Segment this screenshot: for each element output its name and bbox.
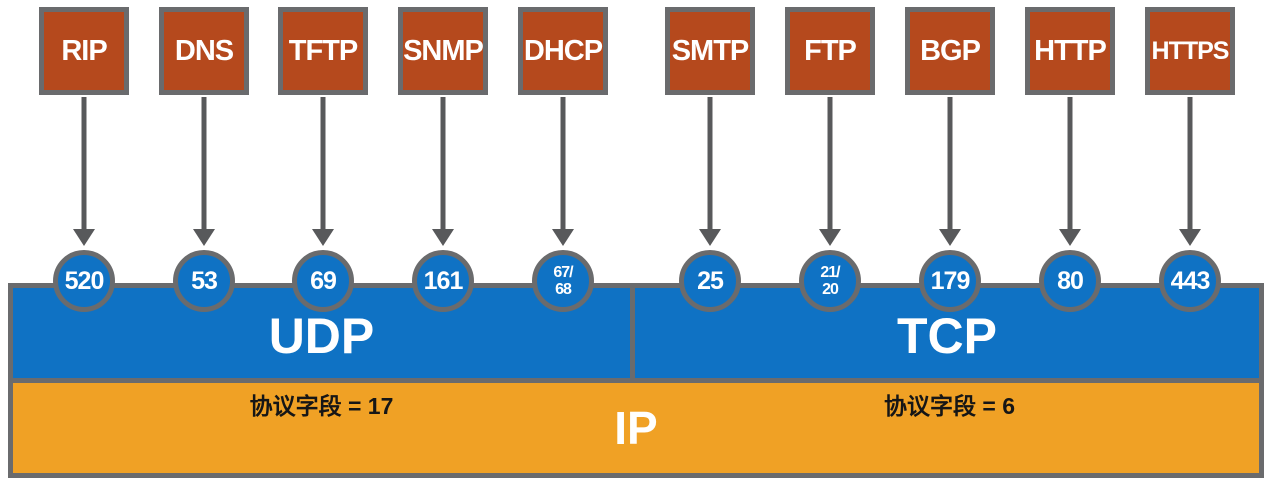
down-arrow-head-icon (73, 229, 95, 246)
protocol-label: SNMP (403, 34, 484, 67)
port-number: 69 (310, 266, 337, 295)
port-badge-tftp: 69 (292, 250, 354, 312)
port-badge-dns: 53 (173, 250, 235, 312)
protocol-label: HTTP (1034, 34, 1107, 67)
port-number-line1: 21/ (820, 264, 840, 281)
down-arrow-head-icon (939, 229, 961, 246)
port-badge-dhcp: 67/ 68 (532, 250, 594, 312)
port-number-line2: 68 (555, 281, 572, 298)
protocol-box-bgp: BGP (905, 7, 995, 95)
protocol-label: RIP (61, 34, 107, 67)
protocol-field-note-tcp: 协议字段 = 6 (883, 393, 1015, 419)
ip-label: IP (614, 402, 658, 454)
port-badge-http: 80 (1039, 250, 1101, 312)
down-arrow-icon (560, 97, 566, 229)
protocol-label: HTTPS (1151, 36, 1230, 65)
protocol-box-tftp: TFTP (278, 7, 368, 95)
port-number: 80 (1057, 266, 1084, 295)
down-arrow-head-icon (1059, 229, 1081, 246)
protocol-box-ftp: FTP (785, 7, 875, 95)
down-arrow-head-icon (432, 229, 454, 246)
down-arrow-head-icon (312, 229, 334, 246)
port-badge-rip: 520 (53, 250, 115, 312)
down-arrow-icon (440, 97, 446, 229)
port-number: 25 (697, 266, 724, 295)
down-arrow-icon (1187, 97, 1193, 229)
down-arrow-icon (320, 97, 326, 229)
port-number: 53 (191, 266, 218, 295)
port-badge-snmp: 161 (412, 250, 474, 312)
transport-bar-tcp: TCP (635, 288, 1259, 383)
port-badge-ftp: 21/ 20 (799, 250, 861, 312)
protocol-column-snmp: SNMP 161 (383, 0, 503, 485)
protocol-box-https: HTTPS (1145, 7, 1235, 95)
protocol-label: DHCP (523, 34, 603, 67)
port-number-line1: 67/ (553, 264, 573, 281)
down-arrow-head-icon (193, 229, 215, 246)
protocol-column-ftp: FTP 21/ 20 (770, 0, 890, 485)
transport-bar-udp: UDP (13, 288, 635, 383)
protocol-column-rip: RIP 520 (24, 0, 144, 485)
down-arrow-icon (707, 97, 713, 229)
protocol-box-http: HTTP (1025, 7, 1115, 95)
down-arrow-icon (201, 97, 207, 229)
udp-label: UDP (268, 307, 375, 364)
port-badge-https: 443 (1159, 250, 1221, 312)
protocol-box-dns: DNS (159, 7, 249, 95)
protocol-column-smtp: SMTP 25 (650, 0, 770, 485)
port-number-line2: 20 (822, 281, 839, 298)
down-arrow-head-icon (552, 229, 574, 246)
protocol-label: TFTP (288, 34, 358, 67)
protocol-label: DNS (174, 34, 234, 67)
protocol-column-dns: DNS 53 (144, 0, 264, 485)
protocol-column-http: HTTP 80 (1010, 0, 1130, 485)
protocol-field-note-udp: 协议字段 = 17 (249, 393, 394, 419)
protocol-label: FTP (804, 34, 857, 67)
protocol-column-https: HTTPS 443 (1130, 0, 1250, 485)
protocol-column-tftp: TFTP 69 (263, 0, 383, 485)
protocol-column-dhcp: DHCP 67/ 68 (503, 0, 623, 485)
protocol-column-bgp: BGP 179 (890, 0, 1010, 485)
port-number: 520 (64, 266, 105, 295)
ip-bar: IP (8, 378, 1264, 478)
port-badge-bgp: 179 (919, 250, 981, 312)
protocol-box-dhcp: DHCP (518, 7, 608, 95)
down-arrow-icon (947, 97, 953, 229)
protocol-box-rip: RIP (39, 7, 129, 95)
port-number: 161 (423, 266, 464, 295)
tcp-label: TCP (897, 307, 997, 364)
protocol-label: BGP (920, 34, 981, 67)
protocol-box-snmp: SNMP (398, 7, 488, 95)
down-arrow-icon (1067, 97, 1073, 229)
protocol-label: SMTP (671, 34, 750, 67)
port-badge-smtp: 25 (679, 250, 741, 312)
down-arrow-icon (81, 97, 87, 229)
down-arrow-head-icon (819, 229, 841, 246)
down-arrow-head-icon (1179, 229, 1201, 246)
protocol-box-smtp: SMTP (665, 7, 755, 95)
port-number: 443 (1170, 266, 1211, 295)
down-arrow-head-icon (699, 229, 721, 246)
down-arrow-icon (827, 97, 833, 229)
port-number: 179 (930, 266, 971, 295)
transport-layer-row: UDP TCP (8, 283, 1264, 383)
